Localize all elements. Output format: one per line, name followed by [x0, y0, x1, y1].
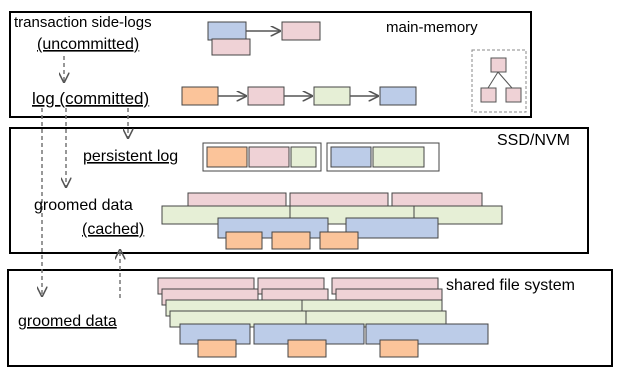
- cached-orange-1: [225, 231, 263, 250]
- cached-orange-2: [271, 231, 311, 250]
- persistent-seg1-orange: [206, 146, 248, 168]
- uncommitted-label: (uncommitted): [37, 36, 139, 53]
- groomed-cached-line2: (cached): [82, 221, 144, 238]
- groomed-cached-line1: groomed data: [34, 197, 133, 214]
- side-log-blue: [207, 21, 247, 41]
- shared-orange-b: [287, 339, 327, 358]
- log-block-blue: [379, 86, 417, 106]
- cached-blue-2: [345, 217, 439, 239]
- tree-left-node: [480, 87, 497, 103]
- index-tree: [471, 49, 527, 113]
- side-log-pink-right: [281, 21, 321, 41]
- main-memory-title: main-memory: [386, 19, 478, 36]
- persistent-seg1-frame: [202, 142, 322, 172]
- side-log-group: [207, 21, 321, 56]
- shared-fs-box: [7, 269, 613, 367]
- tree-root-node: [490, 57, 507, 73]
- log-block-green: [313, 86, 351, 106]
- tree-right-node: [505, 87, 522, 103]
- main-memory-box: [9, 11, 532, 118]
- log-committed-label: log (committed): [32, 89, 149, 108]
- shared-groomed-label: groomed data: [18, 313, 117, 330]
- tree-edge-left: [487, 71, 499, 89]
- persistent-seg2-green: [372, 146, 425, 168]
- committed-log-chain: [181, 86, 417, 106]
- persistent-log-segment-2: [326, 142, 440, 172]
- cached-orange-3: [319, 231, 359, 250]
- side-logs-label: transaction side-logs: [14, 14, 152, 31]
- log-block-orange: [181, 86, 219, 106]
- persistent-seg1-pink: [248, 146, 290, 168]
- persistent-seg2-blue: [330, 146, 372, 168]
- tree-edge-right: [497, 71, 513, 89]
- persistent-log-segment-1: [202, 142, 322, 172]
- index-tree-frame: [471, 49, 527, 113]
- shared-groomed-blocks: [157, 277, 489, 358]
- ssd-nvm-title: SSD/NVM: [497, 132, 570, 149]
- shared-orange-c: [379, 339, 419, 358]
- ssd-nvm-box: [9, 127, 589, 254]
- persistent-seg1-green: [290, 146, 317, 168]
- cached-groomed-blocks: [161, 192, 503, 250]
- log-block-pink: [247, 86, 285, 106]
- shared-blue-c: [365, 323, 489, 345]
- shared-orange-a: [197, 339, 237, 358]
- side-log-pink-lower: [211, 38, 251, 56]
- persistent-seg2-frame: [326, 142, 440, 172]
- persistent-log-label: persistent log: [83, 148, 178, 165]
- shared-fs-title: shared file system: [446, 277, 575, 294]
